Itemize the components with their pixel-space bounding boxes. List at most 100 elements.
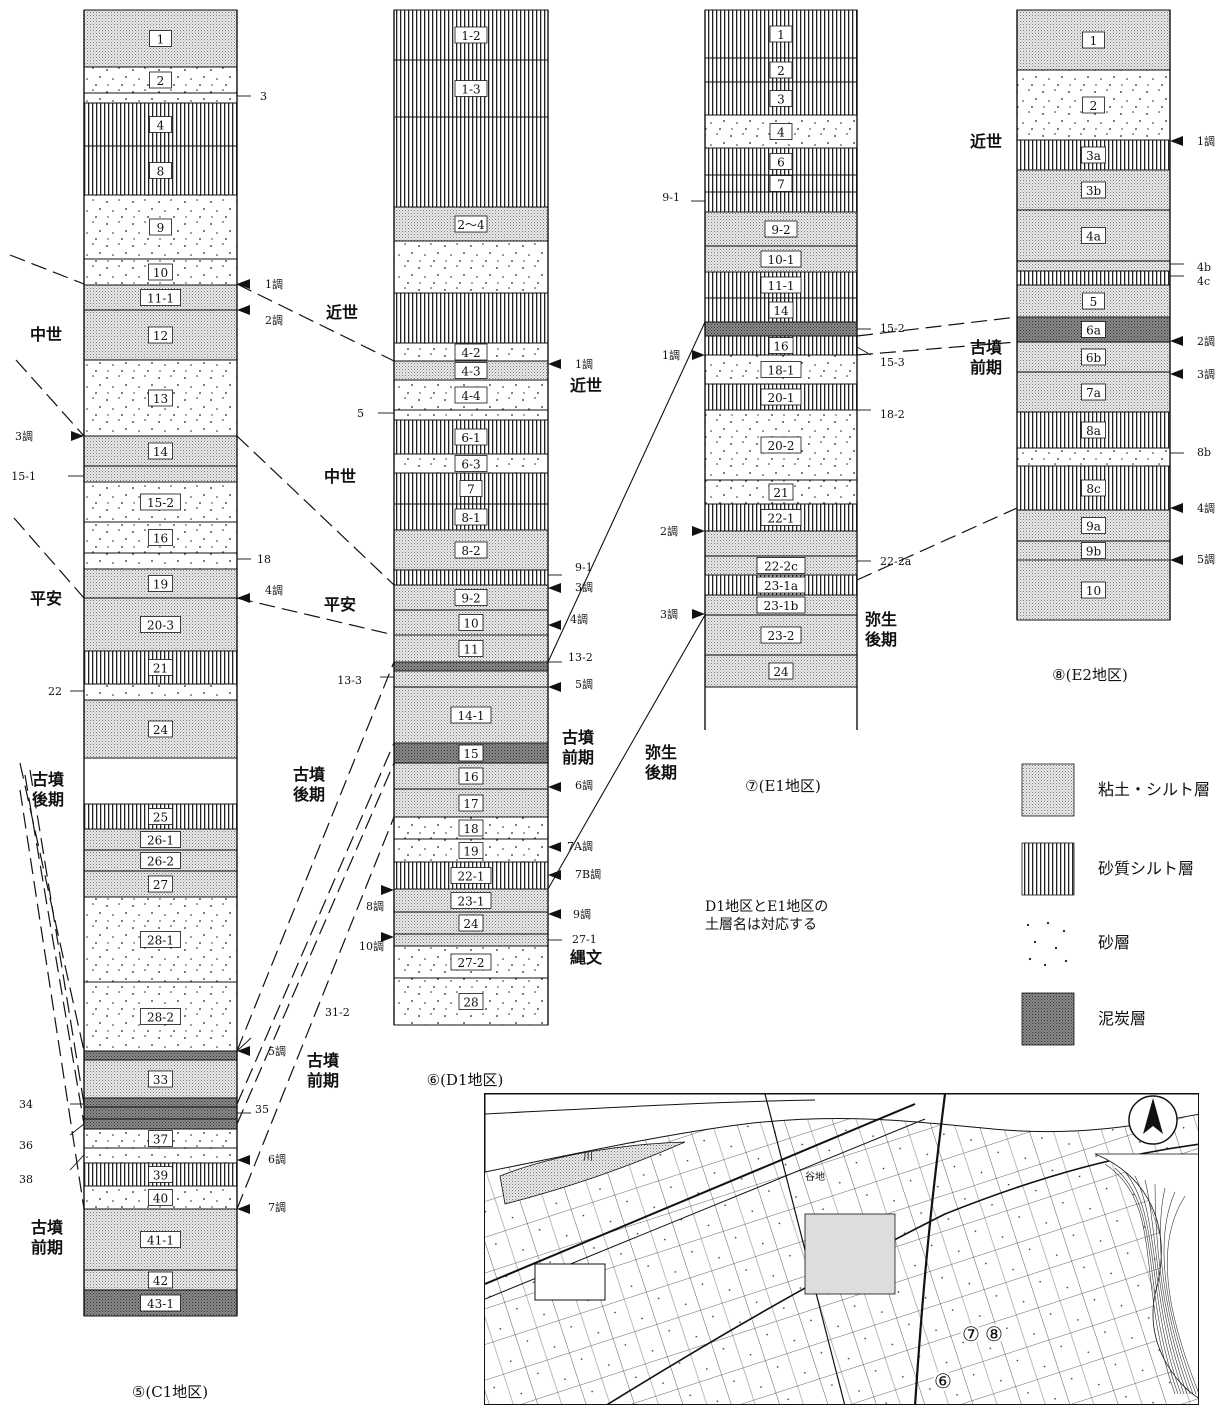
correlation-line: [856, 341, 1018, 356]
side-label: 4調: [570, 612, 588, 626]
side-label: 15-2: [880, 322, 905, 335]
level-marker-arrow: [548, 870, 561, 880]
layer-label: 24: [773, 665, 789, 679]
column-caption: ⑤(C1地区): [132, 1383, 208, 1401]
layer-label-box: [768, 301, 794, 319]
layer-label-box: [769, 90, 793, 107]
layer-label-box: [148, 875, 173, 893]
layer-label: 4a: [1086, 230, 1101, 244]
side-label: 7B調: [575, 867, 601, 881]
level-marker-arrow: [71, 431, 84, 441]
layer-label: 6-1: [461, 431, 480, 445]
side-label: 18: [257, 553, 271, 566]
layer-e2-6: [1016, 260, 1171, 272]
layer-label-box: [148, 1271, 173, 1289]
layer-label: 28-2: [147, 1011, 174, 1025]
layer-c1-12: [83, 465, 238, 483]
period-label: 古墳前期: [562, 728, 594, 767]
side-label: 15-3: [880, 356, 905, 369]
layer-label: 13: [153, 392, 168, 406]
layer-d1-31: [393, 933, 549, 947]
layer-label: 39: [153, 1169, 168, 1183]
layer-label: 5: [1090, 295, 1098, 309]
side-label: 3調: [575, 580, 593, 594]
correlation-line: [856, 316, 1018, 337]
level-marker-arrow: [1170, 503, 1183, 513]
layer-label-box: [760, 626, 802, 644]
correlation-line: [236, 661, 395, 1052]
site-marker: ⑦: [962, 1322, 980, 1346]
north-arrow-icon: [1143, 1098, 1163, 1134]
period-label: 縄文: [570, 948, 603, 967]
layer-label: 6b: [1086, 351, 1102, 365]
layer-label: 23-2: [768, 629, 795, 643]
layer-label-box: [760, 250, 802, 268]
legend-sand-dot: [1046, 921, 1050, 925]
side-label: 15-1: [11, 470, 36, 483]
layer-label-box: [454, 541, 488, 559]
side-label: 1調: [1197, 134, 1215, 148]
layer-label-box: [148, 1166, 173, 1183]
layer-label: 20-3: [147, 619, 174, 633]
leader-line: [856, 346, 872, 356]
side-label: 4b: [1197, 261, 1211, 274]
layer-label-box: [148, 442, 173, 460]
layer-d1-10: [393, 409, 549, 421]
layer-label-box: [148, 575, 173, 592]
side-label: 7A調: [567, 839, 593, 853]
correlation-line: [24, 774, 85, 1125]
layer-label-box: [454, 386, 488, 404]
period-label: 中世: [30, 325, 62, 344]
correlation-line: [236, 283, 395, 362]
layer-label: 19: [153, 578, 168, 592]
layer-c1-30: [83, 1097, 238, 1108]
layer-label: 3b: [1086, 184, 1102, 198]
correlation-line: [19, 789, 85, 1210]
layer-label-box: [140, 1294, 181, 1312]
site-marker: ⑧: [985, 1322, 1003, 1346]
site-location-map: N⑦⑧⑥川谷地: [484, 1093, 1199, 1405]
layer-label-box: [454, 343, 488, 361]
layer-label-box: [450, 892, 492, 909]
side-label: 38: [19, 1173, 33, 1186]
layer-label: 24: [463, 917, 479, 931]
layer-label: 4: [777, 126, 785, 140]
layer-label: 18: [463, 822, 478, 836]
level-marker-arrow: [1170, 136, 1183, 146]
layer-label: 22-2c: [764, 560, 798, 574]
level-marker-arrow: [548, 782, 561, 792]
layer-label: 37: [153, 1133, 168, 1147]
side-label: 6調: [575, 778, 593, 792]
legend-label: 砂層: [1098, 933, 1130, 952]
side-label: 3調: [15, 429, 33, 443]
layer-label-box: [458, 614, 484, 631]
legend-sand-dot: [1033, 940, 1037, 944]
layer-label: 6a: [1086, 324, 1101, 338]
side-label: 3調: [1197, 367, 1215, 381]
layer-label: 2～4: [457, 218, 485, 232]
layer-label: 4-4: [461, 389, 481, 403]
layer-label-box: [454, 508, 488, 526]
layer-label-box: [140, 852, 181, 869]
layer-label-box: [458, 640, 484, 657]
layer-label: 23-1a: [764, 579, 798, 593]
layer-label-box: [458, 744, 484, 762]
contour-line: [1104, 1163, 1176, 1395]
column-e1: 1234679-210-111-1141618-120-120-22122-12…: [704, 9, 858, 730]
level-marker-arrow: [692, 350, 705, 360]
level-marker-arrow: [548, 583, 561, 593]
period-label: 弥生後期: [645, 743, 677, 782]
layer-label-box: [769, 61, 793, 79]
level-marker-arrow: [548, 909, 561, 919]
layer-c1-15: [83, 552, 238, 570]
site-marker: ⑥: [934, 1369, 952, 1393]
layer-label: 28: [463, 996, 478, 1010]
layer-label: 15-2: [147, 496, 174, 510]
level-marker-arrow: [692, 526, 705, 536]
layer-label-box: [1081, 479, 1106, 497]
correlation-line: [856, 507, 1018, 581]
layer-label-box: [769, 25, 793, 43]
layer-label: 4: [157, 119, 165, 133]
layer-label: 7a: [1086, 386, 1101, 400]
